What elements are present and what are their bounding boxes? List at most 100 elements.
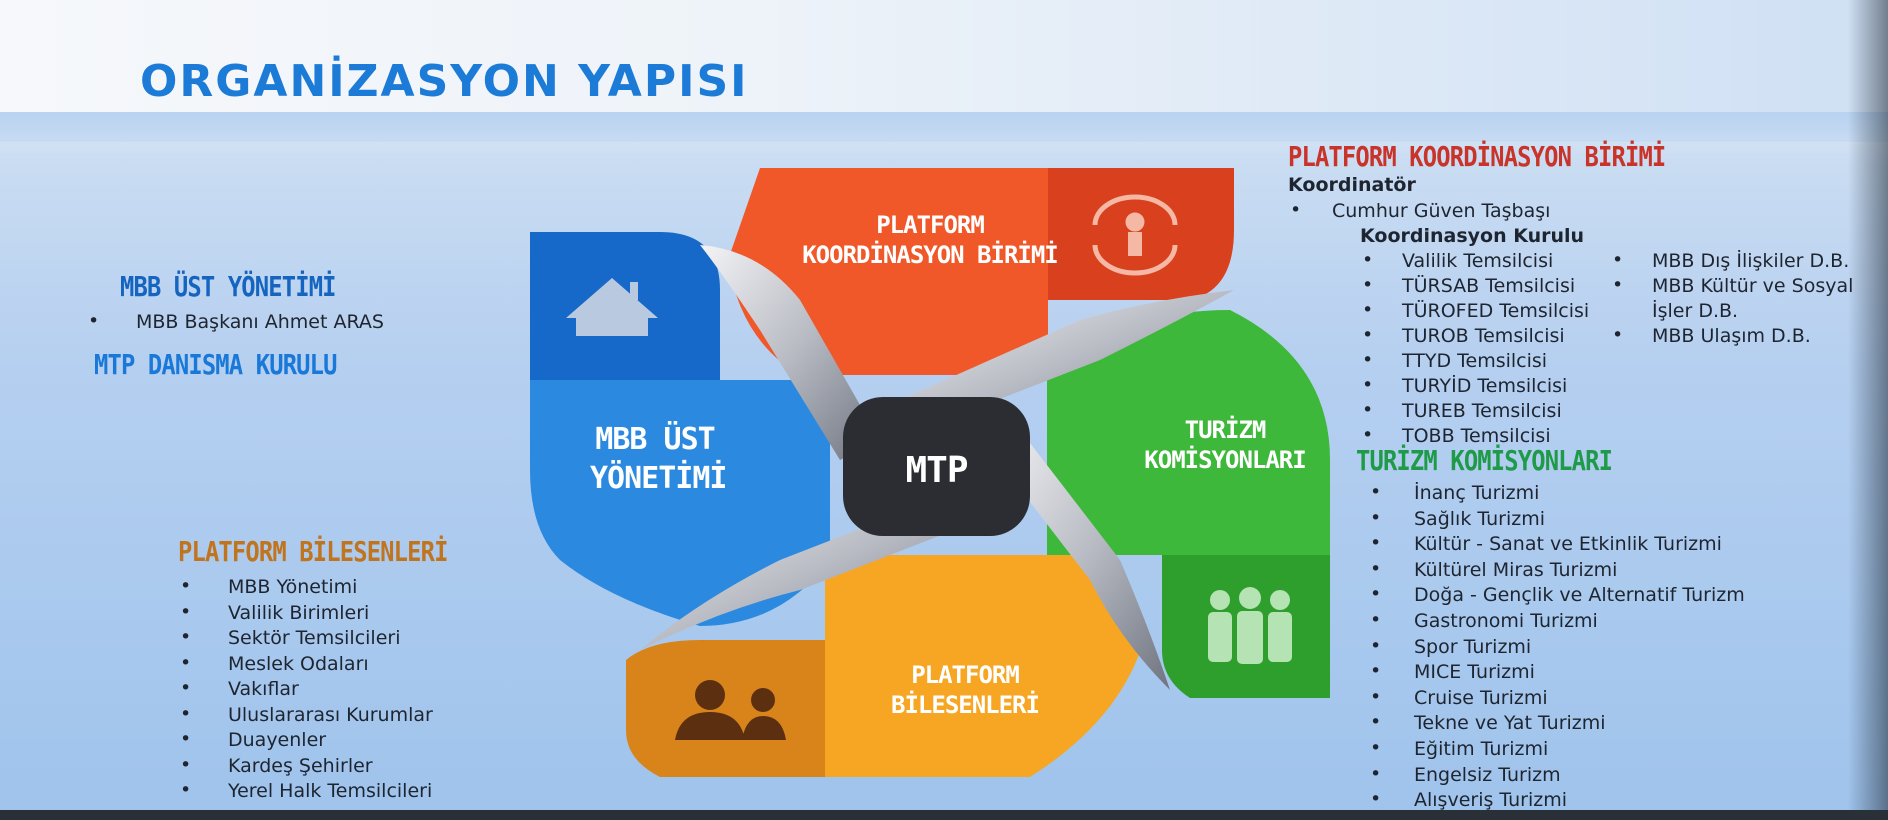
block-mbb — [530, 380, 830, 626]
screen-edge — [1848, 0, 1888, 820]
bullet: • — [1362, 349, 1374, 371]
bullet: • — [1370, 609, 1382, 631]
users-icon — [675, 680, 786, 740]
list-item: Valilik Temsilcisi — [1402, 250, 1554, 272]
bullet: • — [180, 575, 192, 597]
bullet: • — [1370, 634, 1382, 657]
ust-yonetim-heading: MBB ÜST YÖNETİMİ — [120, 270, 337, 303]
list-item: Meslek Odaları — [228, 652, 369, 675]
bullet: • — [1370, 506, 1382, 529]
list-item: Kardeş Şehirler — [228, 754, 373, 777]
ribbon-top-left — [700, 245, 880, 460]
bullet: • — [1370, 762, 1382, 785]
bullet: • — [1362, 374, 1374, 396]
list-item: MBB Başkanı Ahmet ARAS — [136, 311, 384, 333]
tk-block-label: TURİZM KOMİSYONLARI — [1144, 416, 1306, 474]
bullet: • — [180, 651, 192, 674]
turizm-heading: TURİZM KOMİSYONLARI — [1356, 444, 1613, 477]
list-item: Uluslararası Kurumlar — [228, 703, 433, 726]
bullet: • — [1362, 424, 1374, 446]
bullet: • — [1370, 557, 1382, 580]
list-item: TÜROFED Temsilcisi — [1402, 300, 1590, 322]
bullet: • — [1370, 481, 1382, 503]
list-item: Duayenler — [228, 729, 327, 751]
bullet: • — [180, 600, 192, 623]
block-pb — [825, 555, 1144, 777]
bullet: • — [1370, 532, 1382, 555]
pkb-heading: PLATFORM KOORDİNASYON BİRİMİ — [1288, 140, 1666, 173]
list-item: Eğitim Turizmi — [1414, 738, 1549, 760]
bullet: • — [1612, 249, 1624, 271]
list-item: Sektör Temsilcileri — [228, 627, 401, 649]
list-item: İnanç Turizmi — [1414, 482, 1540, 504]
list-item: Doğa - Gençlik ve Alternatif Turizm — [1414, 584, 1745, 607]
bullet: • — [180, 753, 192, 776]
bilesenler-heading: PLATFORM BİLESENLERİ — [178, 535, 448, 568]
list-item: Yerel Halk Temsilcileri — [228, 780, 433, 802]
pb-block-label: PLATFORM BİLESENLERİ — [891, 661, 1040, 719]
bullet: • — [1370, 583, 1382, 606]
bullet: • — [180, 626, 192, 648]
screen-bottom — [0, 810, 1888, 820]
ribbon-top-right — [900, 290, 1234, 430]
list-item: İşler D.B. — [1652, 300, 1739, 322]
mtp-center-label: MTP — [905, 450, 968, 491]
list-item: Sağlık Turizmi — [1414, 507, 1545, 530]
list-item: TÜRSAB Temsilcisi — [1402, 275, 1576, 297]
mtp-center-box — [843, 397, 1030, 536]
list-item: TUROB Temsilcisi — [1402, 325, 1565, 347]
block-tk — [1047, 310, 1330, 555]
koordinator-name: Cumhur Güven Taşbaşı — [1332, 200, 1551, 222]
title-band — [0, 0, 1888, 112]
bullet: • — [1370, 737, 1382, 759]
list-item: MICE Turizmi — [1414, 661, 1535, 684]
kurul-label: Koordinasyon Kurulu — [1360, 225, 1585, 247]
ribbon-bottom-right — [990, 430, 1170, 690]
bullet: • — [1362, 274, 1374, 296]
pkb-block-label: PLATFORM KOORDİNASYON BİRİMİ — [802, 211, 1059, 269]
bullet: • — [180, 728, 192, 750]
list-item: Vakıflar — [228, 678, 299, 700]
list-item: MBB Kültür ve Sosyal — [1652, 275, 1854, 297]
list-item: Valilik Birimleri — [228, 601, 370, 624]
bullet: • — [1370, 685, 1382, 708]
list-item: MBB Dış İlişkiler D.B. — [1652, 250, 1850, 272]
bullet: • — [1370, 711, 1382, 734]
title-band-shadow — [0, 112, 1888, 142]
page-title: ORGANİZASYON YAPISI — [140, 56, 749, 107]
block-pb-dark — [626, 640, 825, 777]
list-item: TOBB Temsilcisi — [1402, 425, 1551, 447]
house-icon — [566, 278, 658, 336]
bullet: • — [180, 677, 192, 699]
danisma-heading: MTP DANISMA KURULU — [94, 348, 337, 381]
list-item: Spor Turizmi — [1414, 635, 1532, 658]
bullet: • — [1370, 660, 1382, 683]
mbb-block-label: MBB ÜST YÖNETİMİ — [590, 422, 728, 496]
list-item: Gastronomi Turizmi — [1414, 610, 1598, 632]
list-item: MBB Yönetimi — [228, 576, 358, 598]
bullet: • — [1370, 788, 1382, 811]
koordinator-label: Koordinatör — [1288, 174, 1416, 196]
bullet: • — [1612, 274, 1624, 296]
list-item: MBB Ulaşım D.B. — [1652, 325, 1811, 347]
list-item: Engelsiz Turizm — [1414, 763, 1561, 786]
list-item: TURYİD Temsilcisi — [1402, 375, 1568, 397]
list-item: Alışveriş Turizmi — [1414, 789, 1568, 812]
person-cycle-icon — [1092, 194, 1178, 276]
list-item: Kültür - Sanat ve Etkinlik Turizmi — [1414, 533, 1722, 556]
group-people-icon — [1208, 587, 1292, 664]
bullet: • — [1362, 399, 1374, 421]
list-item: Cruise Turizmi — [1414, 686, 1548, 709]
bullet: • — [1612, 324, 1624, 346]
list-item: Kültürel Miras Turizmi — [1414, 558, 1618, 581]
bullet: • — [1362, 299, 1374, 321]
list-item: TTYD Temsilcisi — [1402, 350, 1548, 372]
list-item: TUREB Temsilcisi — [1402, 400, 1562, 422]
bullet: • — [1290, 199, 1302, 221]
bullet: • — [1362, 249, 1374, 271]
bullet: • — [180, 779, 192, 801]
bullet: • — [180, 702, 192, 725]
list-item: Tekne ve Yat Turizmi — [1414, 712, 1606, 735]
bullet: • — [1362, 324, 1374, 346]
